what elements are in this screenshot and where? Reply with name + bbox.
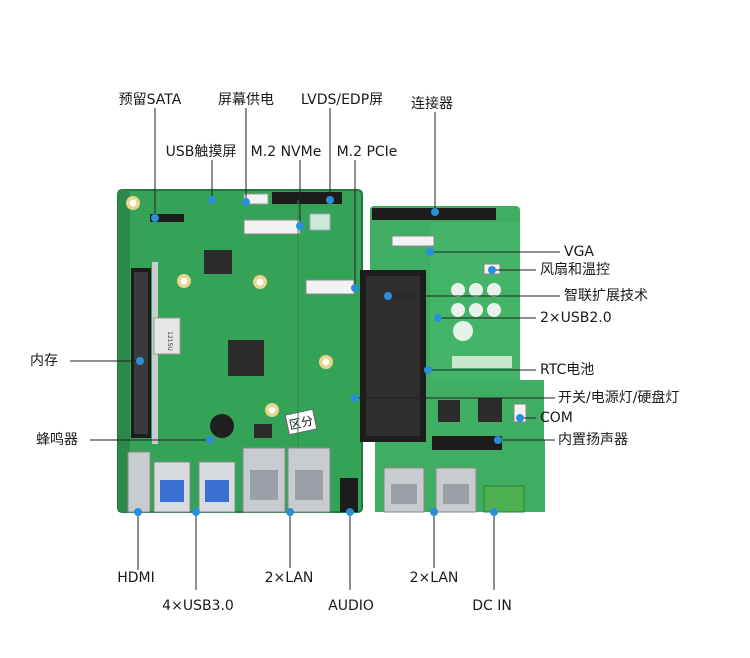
label-screen-power: 屏幕供电	[218, 92, 274, 108]
label-usb30: 4×USB3.0	[162, 598, 234, 614]
label-vga: VGA	[564, 244, 595, 260]
label-lan-left: 2×LAN	[264, 570, 314, 586]
sticker	[284, 408, 318, 436]
label-rtc: RTC电池	[540, 362, 595, 378]
io-board	[360, 206, 545, 513]
label-lan-right: 2×LAN	[409, 570, 459, 586]
label-connector: 连接器	[411, 96, 453, 112]
main-board: 区分 1215U	[117, 189, 363, 513]
markers	[134, 196, 524, 516]
label-com: COM	[540, 410, 573, 426]
label-dcin: DC IN	[472, 598, 512, 614]
label-memory: 内存	[30, 353, 58, 369]
label-lvds-edp: LVDS/EDP屏	[300, 92, 384, 108]
speaker-connector	[432, 436, 502, 450]
hdmi-port	[127, 451, 151, 513]
buzzer	[210, 414, 234, 438]
label-brand: 智联扩展技术	[564, 288, 648, 304]
chip-silk: 1215U	[166, 331, 173, 351]
usb3-port-1	[160, 480, 184, 502]
label-m2-pcie: M.2 PCIe	[336, 144, 398, 160]
label-usb20: 2×USB2.0	[540, 310, 612, 326]
m2-pcie-slot	[305, 279, 355, 295]
dc-terminal	[483, 485, 525, 513]
label-speaker: 内置扬声器	[558, 432, 628, 448]
label-audio: AUDIO	[328, 598, 374, 614]
m2-nvme-slot	[243, 219, 301, 235]
audio-jack	[340, 478, 358, 512]
label-m2-nvme: M.2 NVMe	[250, 144, 322, 160]
label-fan-temp: 风扇和温控	[540, 262, 610, 278]
label-usb-touch: USB触摸屏	[165, 144, 237, 160]
leader-lines	[70, 108, 560, 590]
label-hdmi: HDMI	[117, 570, 155, 586]
label-buzzer: 蜂鸣器	[36, 432, 78, 448]
label-sata: 预留SATA	[118, 92, 182, 108]
sticker-text: 区分	[288, 414, 314, 433]
lvds-header	[272, 192, 342, 204]
usb3-port-2	[205, 480, 229, 502]
label-switch-led: 开关/电源灯/硬盘灯	[558, 390, 680, 406]
